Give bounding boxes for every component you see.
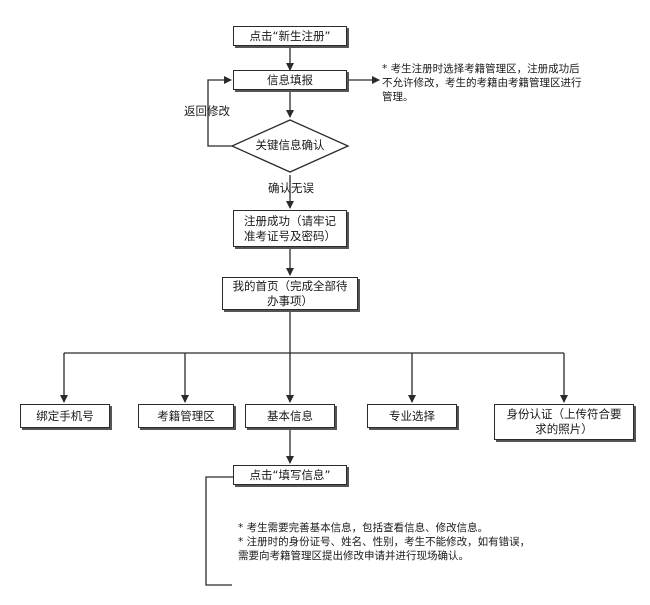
note-basic-info-line1: * 考生需要完善基本信息，包括查看信息、修改信息。 — [238, 522, 489, 534]
note-exam-office-text: * 考生注册时选择考籍管理区，注册成功后不允许修改，考生的考籍由考籍管理区进行管… — [382, 63, 582, 103]
confirm-ok-label: 确认无误 — [268, 181, 314, 196]
bind-phone-box: 绑定手机号 — [20, 404, 110, 428]
confirm-ok-text: 确认无误 — [268, 181, 314, 195]
note-exam-office: * 考生注册时选择考籍管理区，注册成功后不允许修改，考生的考籍由考籍管理区进行管… — [382, 62, 582, 104]
register-click-label: 点击“新生注册” — [249, 28, 331, 43]
note-basic-info: * 考生需要完善基本信息，包括查看信息、修改信息。 * 注册时的身份证号、姓名、… — [238, 521, 538, 563]
info-fill-box: 信息填报 — [233, 70, 347, 90]
info-fill-label: 信息填报 — [267, 72, 313, 87]
arrow-return-modify — [207, 76, 233, 147]
basic-info-box: 基本信息 — [245, 404, 335, 428]
major-select-label: 专业选择 — [389, 408, 435, 423]
key-confirm-text: 关键信息确认 — [255, 138, 325, 152]
decision-diamond — [230, 119, 350, 173]
return-modify-text: 返回修改 — [184, 104, 230, 118]
basic-info-label: 基本信息 — [267, 408, 313, 423]
id-verify-label: 身份认证（上传符合要求的照片） — [506, 407, 622, 436]
bind-phone-label: 绑定手机号 — [36, 408, 94, 423]
note-bracket — [205, 476, 233, 586]
return-modify-label: 返回修改 — [184, 104, 230, 119]
major-select-box: 专业选择 — [367, 404, 457, 428]
register-click-box: 点击“新生注册” — [233, 26, 347, 46]
fill-info-click-box: 点击“填写信息” — [233, 465, 347, 485]
reg-success-box: 注册成功（请牢记准考证号及密码） — [233, 210, 347, 247]
home-label: 我的首页（完成全部待办事项） — [232, 278, 348, 308]
fill-info-click-label: 点击“填写信息” — [249, 467, 331, 482]
home-box: 我的首页（完成全部待办事项） — [222, 277, 358, 310]
note-basic-info-line2: * 注册时的身份证号、姓名、性别，考生不能修改，如有错误，需要向考籍管理区提出修… — [238, 536, 531, 562]
key-confirm-label: 关键信息确认 — [240, 138, 340, 153]
exam-office-box: 考籍管理区 — [138, 404, 234, 428]
reg-success-label: 注册成功（请牢记准考证号及密码） — [244, 213, 336, 243]
id-verify-box: 身份认证（上传符合要求的照片） — [494, 404, 634, 440]
exam-office-label: 考籍管理区 — [157, 408, 215, 423]
